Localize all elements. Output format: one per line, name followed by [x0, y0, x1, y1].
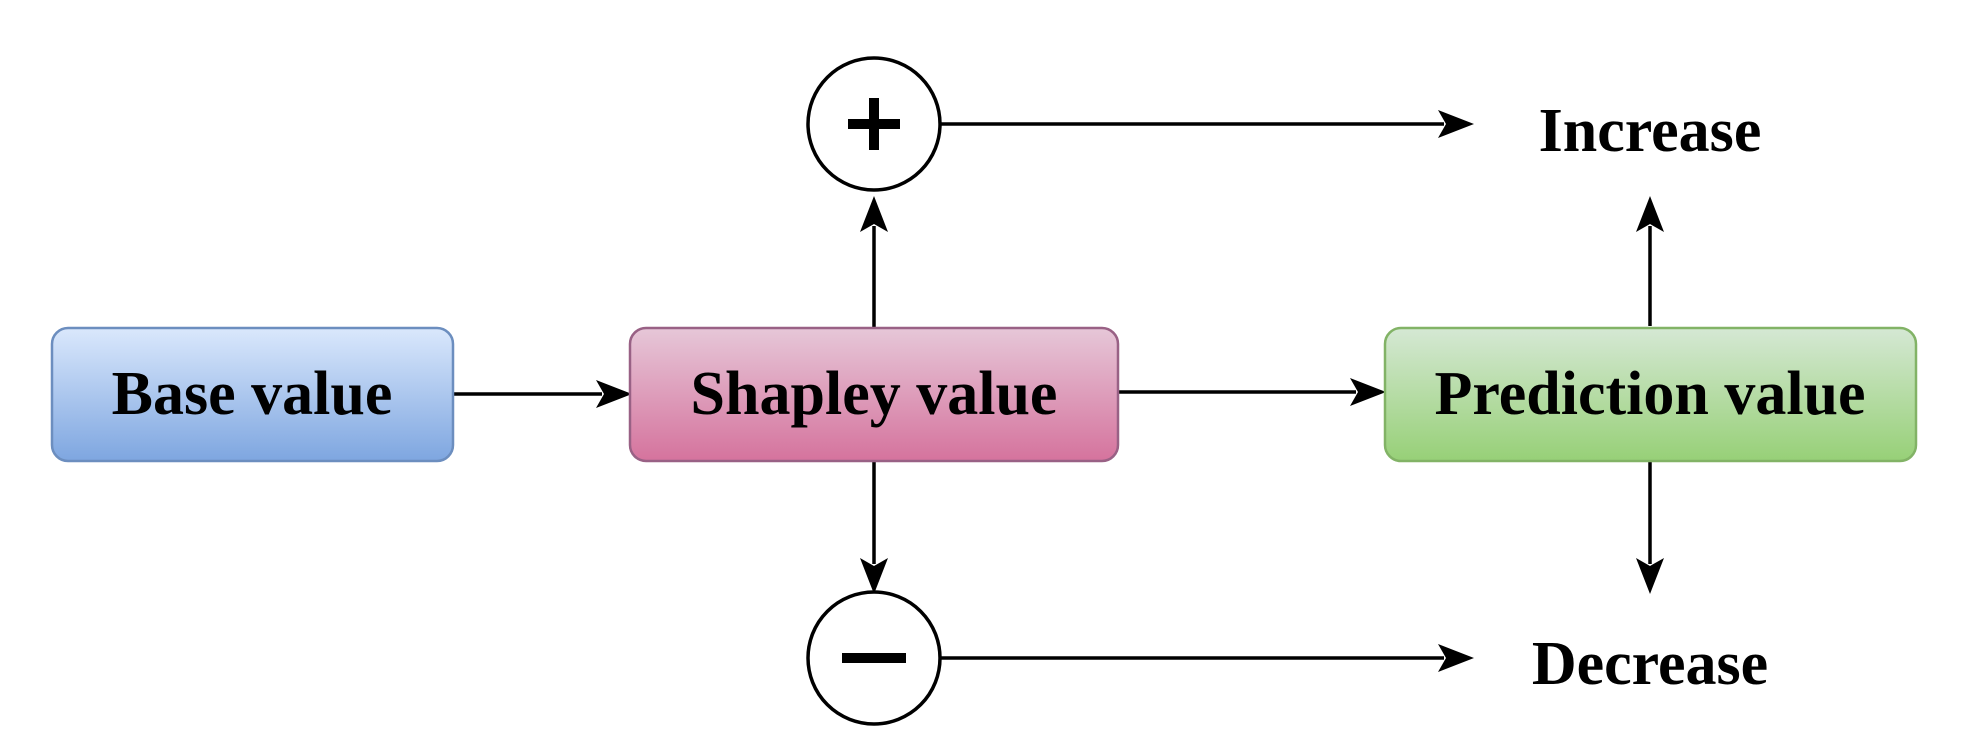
connector-shapley-to-plus	[860, 196, 888, 328]
connector-minus-to-decrease	[941, 644, 1474, 672]
shapley-value-node: Shapley value	[628, 326, 1120, 463]
connector-shapley-to-minus	[860, 462, 888, 594]
prediction-value-node: Prediction value	[1383, 326, 1918, 463]
connector-shapley-to-prediction	[1118, 378, 1386, 406]
connector-base-to-shapley	[453, 380, 632, 408]
plus-sign-node: +	[806, 56, 942, 192]
increase-label: Increase	[1539, 97, 1762, 165]
prediction-value-label: Prediction value	[1434, 360, 1865, 428]
connector-prediction-to-decrease	[1636, 460, 1664, 594]
minus-sign-node: −	[806, 590, 942, 726]
connector-prediction-to-increase	[1636, 196, 1664, 326]
base-value-label: Base value	[112, 360, 393, 428]
minus-icon	[842, 653, 906, 663]
base-value-node: Base value	[50, 326, 455, 463]
connector-plus-to-increase	[941, 110, 1474, 138]
shapley-value-label: Shapley value	[691, 360, 1058, 428]
decrease-label: Decrease	[1532, 630, 1768, 698]
plus-icon	[848, 98, 900, 150]
